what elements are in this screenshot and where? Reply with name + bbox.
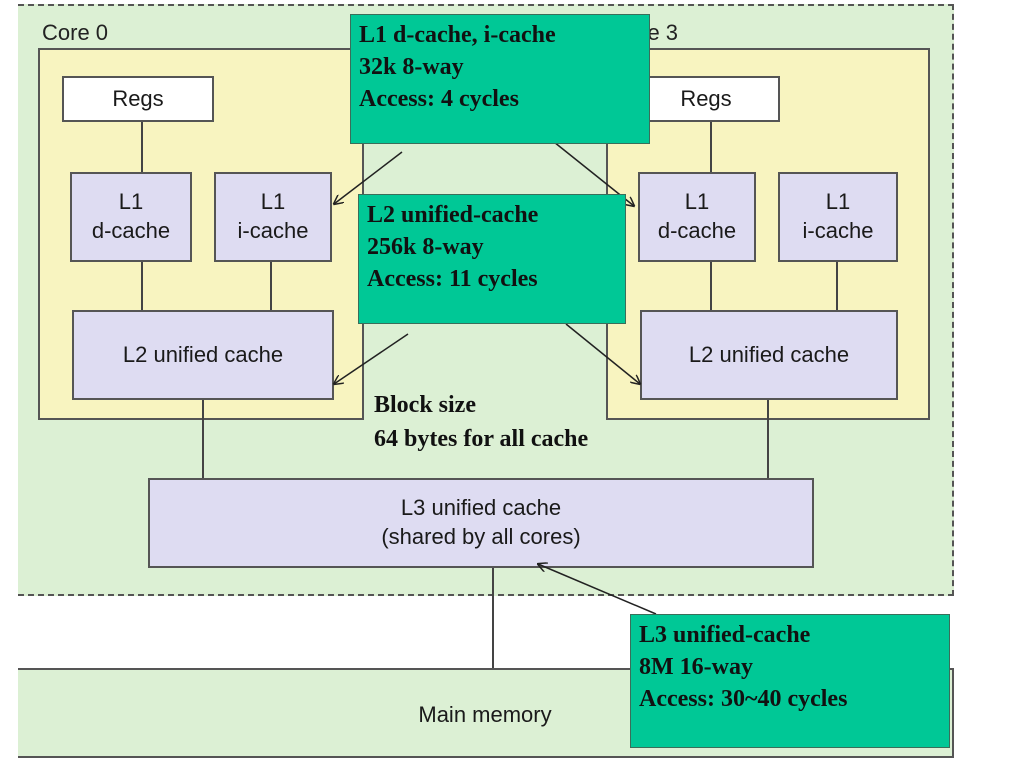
l1-label: L1 [260, 189, 286, 215]
l1-label: L1 [825, 189, 851, 215]
l2-spec-callout: L2 unified-cache 256k 8-way Access: 11 c… [358, 194, 626, 324]
connector-line [710, 262, 712, 312]
icache-label: i-cache [802, 218, 874, 243]
connector-line [492, 566, 494, 670]
connector-line [836, 262, 838, 312]
arrow-l1-core0 [334, 151, 403, 204]
main-memory-label-box: Main memory [380, 690, 590, 740]
l1-spec-line: Access: 4 cycles [359, 86, 519, 112]
core-3-regs: Regs [632, 76, 780, 122]
l2-label: L2 unified cache [122, 341, 284, 367]
core-0-l2-cache: L2 unified cache [72, 310, 334, 400]
core-3-l2-cache: L2 unified cache [640, 310, 898, 400]
regs-label: Regs [680, 85, 732, 111]
core-3-l1-icache: L1 i-cache [778, 172, 898, 262]
l1-spec-line: 32k 8-way [359, 54, 464, 80]
arrow-l2-core0 [334, 333, 409, 384]
block-size-value: 64 bytes for all cache [374, 426, 589, 452]
l3-cache: L3 unified cache (shared by all cores) [148, 478, 814, 568]
block-size-note: Block size 64 bytes for all cache [374, 388, 588, 456]
l2-label: L2 unified cache [688, 341, 850, 367]
arrow-l3 [538, 564, 657, 615]
l1-label: L1 [684, 189, 710, 215]
connector-line [767, 398, 769, 478]
connector-line [202, 398, 204, 478]
l1-spec-line: L1 d-cache, i-cache [359, 22, 556, 48]
l3-label: L3 unified cache [400, 495, 562, 521]
l2-spec-line: 256k 8-way [367, 234, 484, 260]
l3-spec-line: Access: 30~40 cycles [639, 686, 848, 712]
dcache-label: d-cache [91, 218, 171, 243]
l1-spec-callout: L1 d-cache, i-cache 32k 8-way Access: 4 … [350, 14, 650, 144]
core-0-regs: Regs [62, 76, 214, 122]
l2-spec-line: L2 unified-cache [367, 202, 539, 228]
main-memory-label: Main memory [418, 701, 552, 727]
arrow-l2-core3 [565, 323, 640, 384]
connector-line [141, 120, 143, 172]
l3-spec-line: L3 unified-cache [639, 622, 811, 648]
l1-label: L1 [118, 189, 144, 215]
core-0-l1-icache: L1 i-cache [214, 172, 332, 262]
regs-label: Regs [112, 85, 164, 111]
connector-line [141, 262, 143, 312]
core-0-label: Core 0 [42, 20, 109, 45]
core-0-l1-dcache: L1 d-cache [70, 172, 192, 262]
icache-label: i-cache [237, 218, 309, 243]
l3-shared-label: (shared by all cores) [381, 524, 581, 549]
core-3-l1-dcache: L1 d-cache [638, 172, 756, 262]
l3-spec-callout: L3 unified-cache 8M 16-way Access: 30~40… [630, 614, 950, 748]
connector-line [710, 120, 712, 172]
block-size-title: Block size [374, 392, 476, 418]
connector-line [270, 262, 272, 312]
l3-spec-line: 8M 16-way [639, 654, 753, 680]
dcache-label: d-cache [657, 218, 737, 243]
l2-spec-line: Access: 11 cycles [367, 266, 538, 292]
